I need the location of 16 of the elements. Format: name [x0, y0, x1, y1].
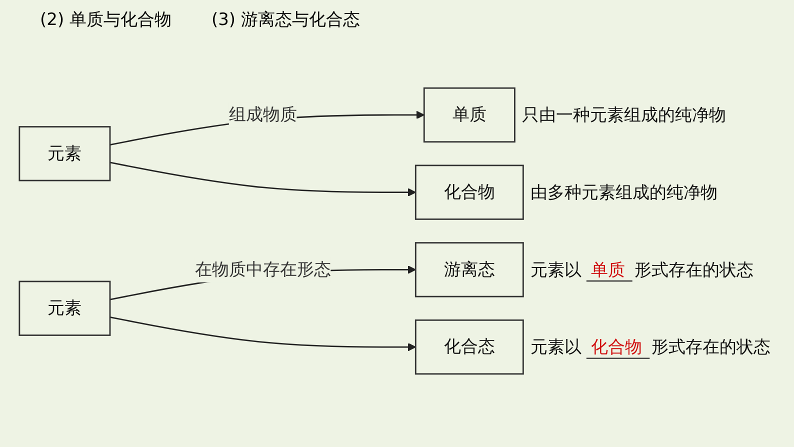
node-box: 元素 [18, 280, 111, 336]
definition-text: 由多种元素组成的纯净物 [530, 182, 718, 203]
edge-label: 组成物质 [228, 105, 297, 125]
definition-text: 元素以 单质 形式存在的状态 [530, 260, 754, 280]
node-box: 元素 [18, 126, 111, 182]
arrow [110, 316, 416, 352]
section-heading: (2) 单质与化合物 [40, 9, 172, 31]
definition-text: 元素以 化合物 形式存在的状态 [530, 338, 771, 358]
node-box: 单质 [423, 87, 516, 143]
node-box: 化合态 [414, 319, 524, 375]
section-heading: (3) 游离态与化合态 [211, 9, 360, 31]
edge-label: 在物质中存在形态 [194, 260, 331, 280]
node-box: 游离态 [414, 242, 524, 298]
arrow [110, 162, 416, 196]
definition-text: 只由一种元素组成的纯净物 [522, 106, 726, 126]
node-box: 化合物 [414, 164, 524, 220]
